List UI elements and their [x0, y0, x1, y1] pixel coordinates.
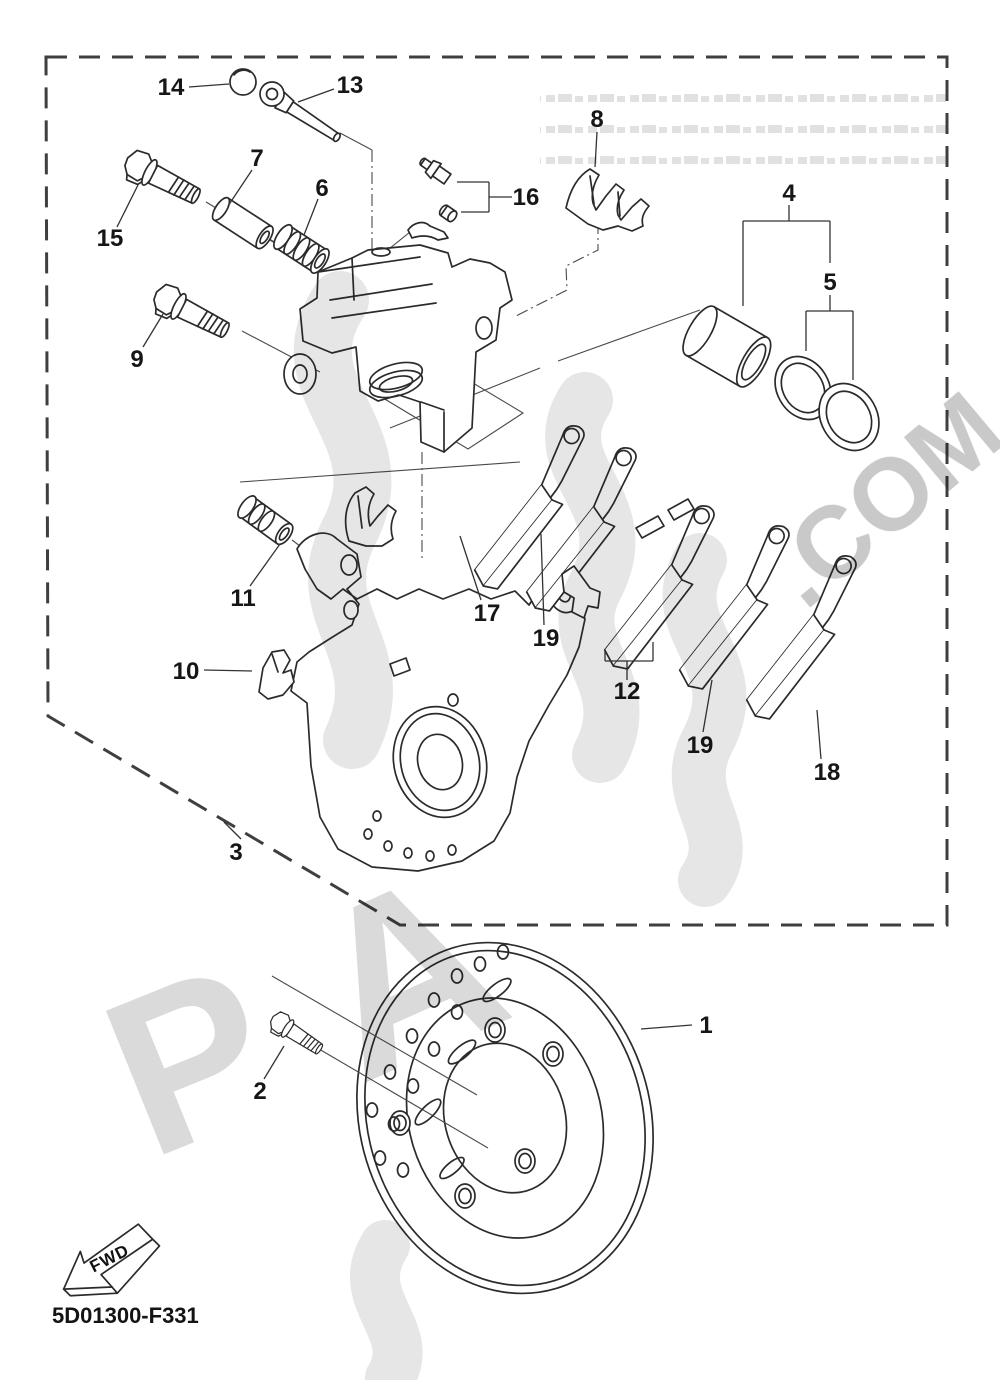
drawing-code: 5D01300-F331 [52, 1303, 199, 1328]
part-16-bleed-screw-set [407, 157, 458, 241]
part-5-seal-ring-b [818, 382, 880, 452]
callout-9: 9 [130, 346, 143, 373]
part-7-sleeve [211, 196, 274, 250]
callout-labels: 1 2 3 4 5 6 7 8 9 10 11 12 13 14 15 16 1… [97, 72, 841, 1105]
part-11-bushing [237, 495, 294, 546]
callout-8: 8 [590, 106, 603, 133]
callout-1: 1 [699, 1012, 712, 1039]
callout-13: 13 [337, 72, 364, 99]
part-4-piston [682, 305, 772, 388]
watermark-swoosh-2 [545, 372, 640, 783]
part-10-retainer-clip [258, 649, 295, 700]
watermark-swoosh-4 [350, 1220, 423, 1380]
callout-14: 14 [158, 74, 185, 101]
callout-15: 15 [97, 225, 124, 252]
disc-alignment-lines [271, 975, 489, 1149]
disc-holes [365, 944, 564, 1209]
part-13-pad-pin [259, 81, 342, 143]
callout-19-left: 19 [533, 625, 560, 652]
callout-7: 7 [250, 145, 263, 172]
callout-4: 4 [782, 180, 796, 207]
tiled-watermark-band [540, 75, 946, 170]
callout-leaders [116, 83, 854, 1080]
part-14-ball [229, 68, 257, 96]
callout-11: 11 [230, 585, 255, 612]
part-5-seal-ring-a [774, 355, 832, 421]
watermark-swoosh-1 [293, 271, 393, 769]
callout-3: 3 [229, 839, 242, 866]
part-6-boot [273, 223, 330, 275]
callout-10: 10 [173, 658, 200, 685]
watermark-swoosh-3 [662, 533, 747, 907]
callout-6: 6 [315, 175, 328, 202]
callout-18: 18 [814, 759, 841, 786]
callout-17: 17 [474, 600, 501, 627]
part-8-pad-spring [565, 168, 650, 232]
callout-16: 16 [513, 184, 540, 211]
callout-5: 5 [823, 269, 836, 296]
callout-2: 2 [253, 1078, 266, 1105]
